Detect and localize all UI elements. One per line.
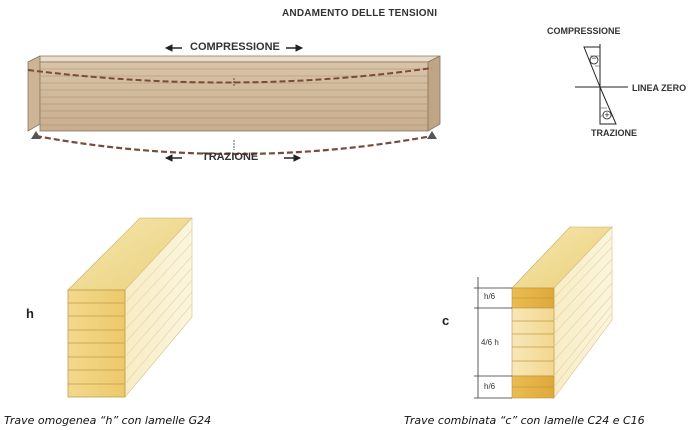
left-support-icon bbox=[31, 131, 41, 139]
compression-label: COMPRESSIONE bbox=[190, 41, 280, 53]
combined-beam bbox=[474, 226, 613, 399]
dim-middle: 4/6 h bbox=[481, 338, 499, 347]
homogeneous-beam bbox=[67, 217, 193, 398]
tension-label: TRAZIONE bbox=[202, 151, 259, 163]
stress-compression-label: COMPRESSIONE bbox=[547, 26, 621, 36]
beam-body bbox=[27, 55, 441, 132]
tension-curve bbox=[35, 134, 433, 156]
tension-arrows bbox=[164, 154, 302, 162]
dim-bottom: h/6 bbox=[484, 382, 496, 391]
compression-curve bbox=[27, 67, 433, 84]
stress-tension-label: TRAZIONE bbox=[591, 128, 637, 138]
homogeneous-beam-letter: h bbox=[26, 306, 34, 321]
combined-beam-caption: Trave combinata “c” con lamelle C24 e C1… bbox=[404, 414, 645, 427]
dimension-lines bbox=[474, 277, 512, 399]
combined-beam-letter: c bbox=[442, 313, 450, 328]
homogeneous-lamella-lines bbox=[68, 302, 125, 385]
minus-symbol: − bbox=[591, 53, 597, 63]
combined-lamella-lines bbox=[512, 297, 554, 388]
dim-top: h/6 bbox=[484, 292, 496, 301]
compression-arrows bbox=[164, 44, 304, 52]
plus-symbol: + bbox=[604, 110, 610, 120]
zero-line-label: LINEA ZERO bbox=[632, 83, 687, 93]
diagram-title: ANDAMENTO DELLE TENSIONI bbox=[282, 8, 438, 19]
stress-diagram bbox=[575, 44, 628, 125]
right-support-icon bbox=[427, 131, 437, 139]
homogeneous-beam-caption: Trave omogenea “h” con lamelle G24 bbox=[4, 414, 212, 427]
